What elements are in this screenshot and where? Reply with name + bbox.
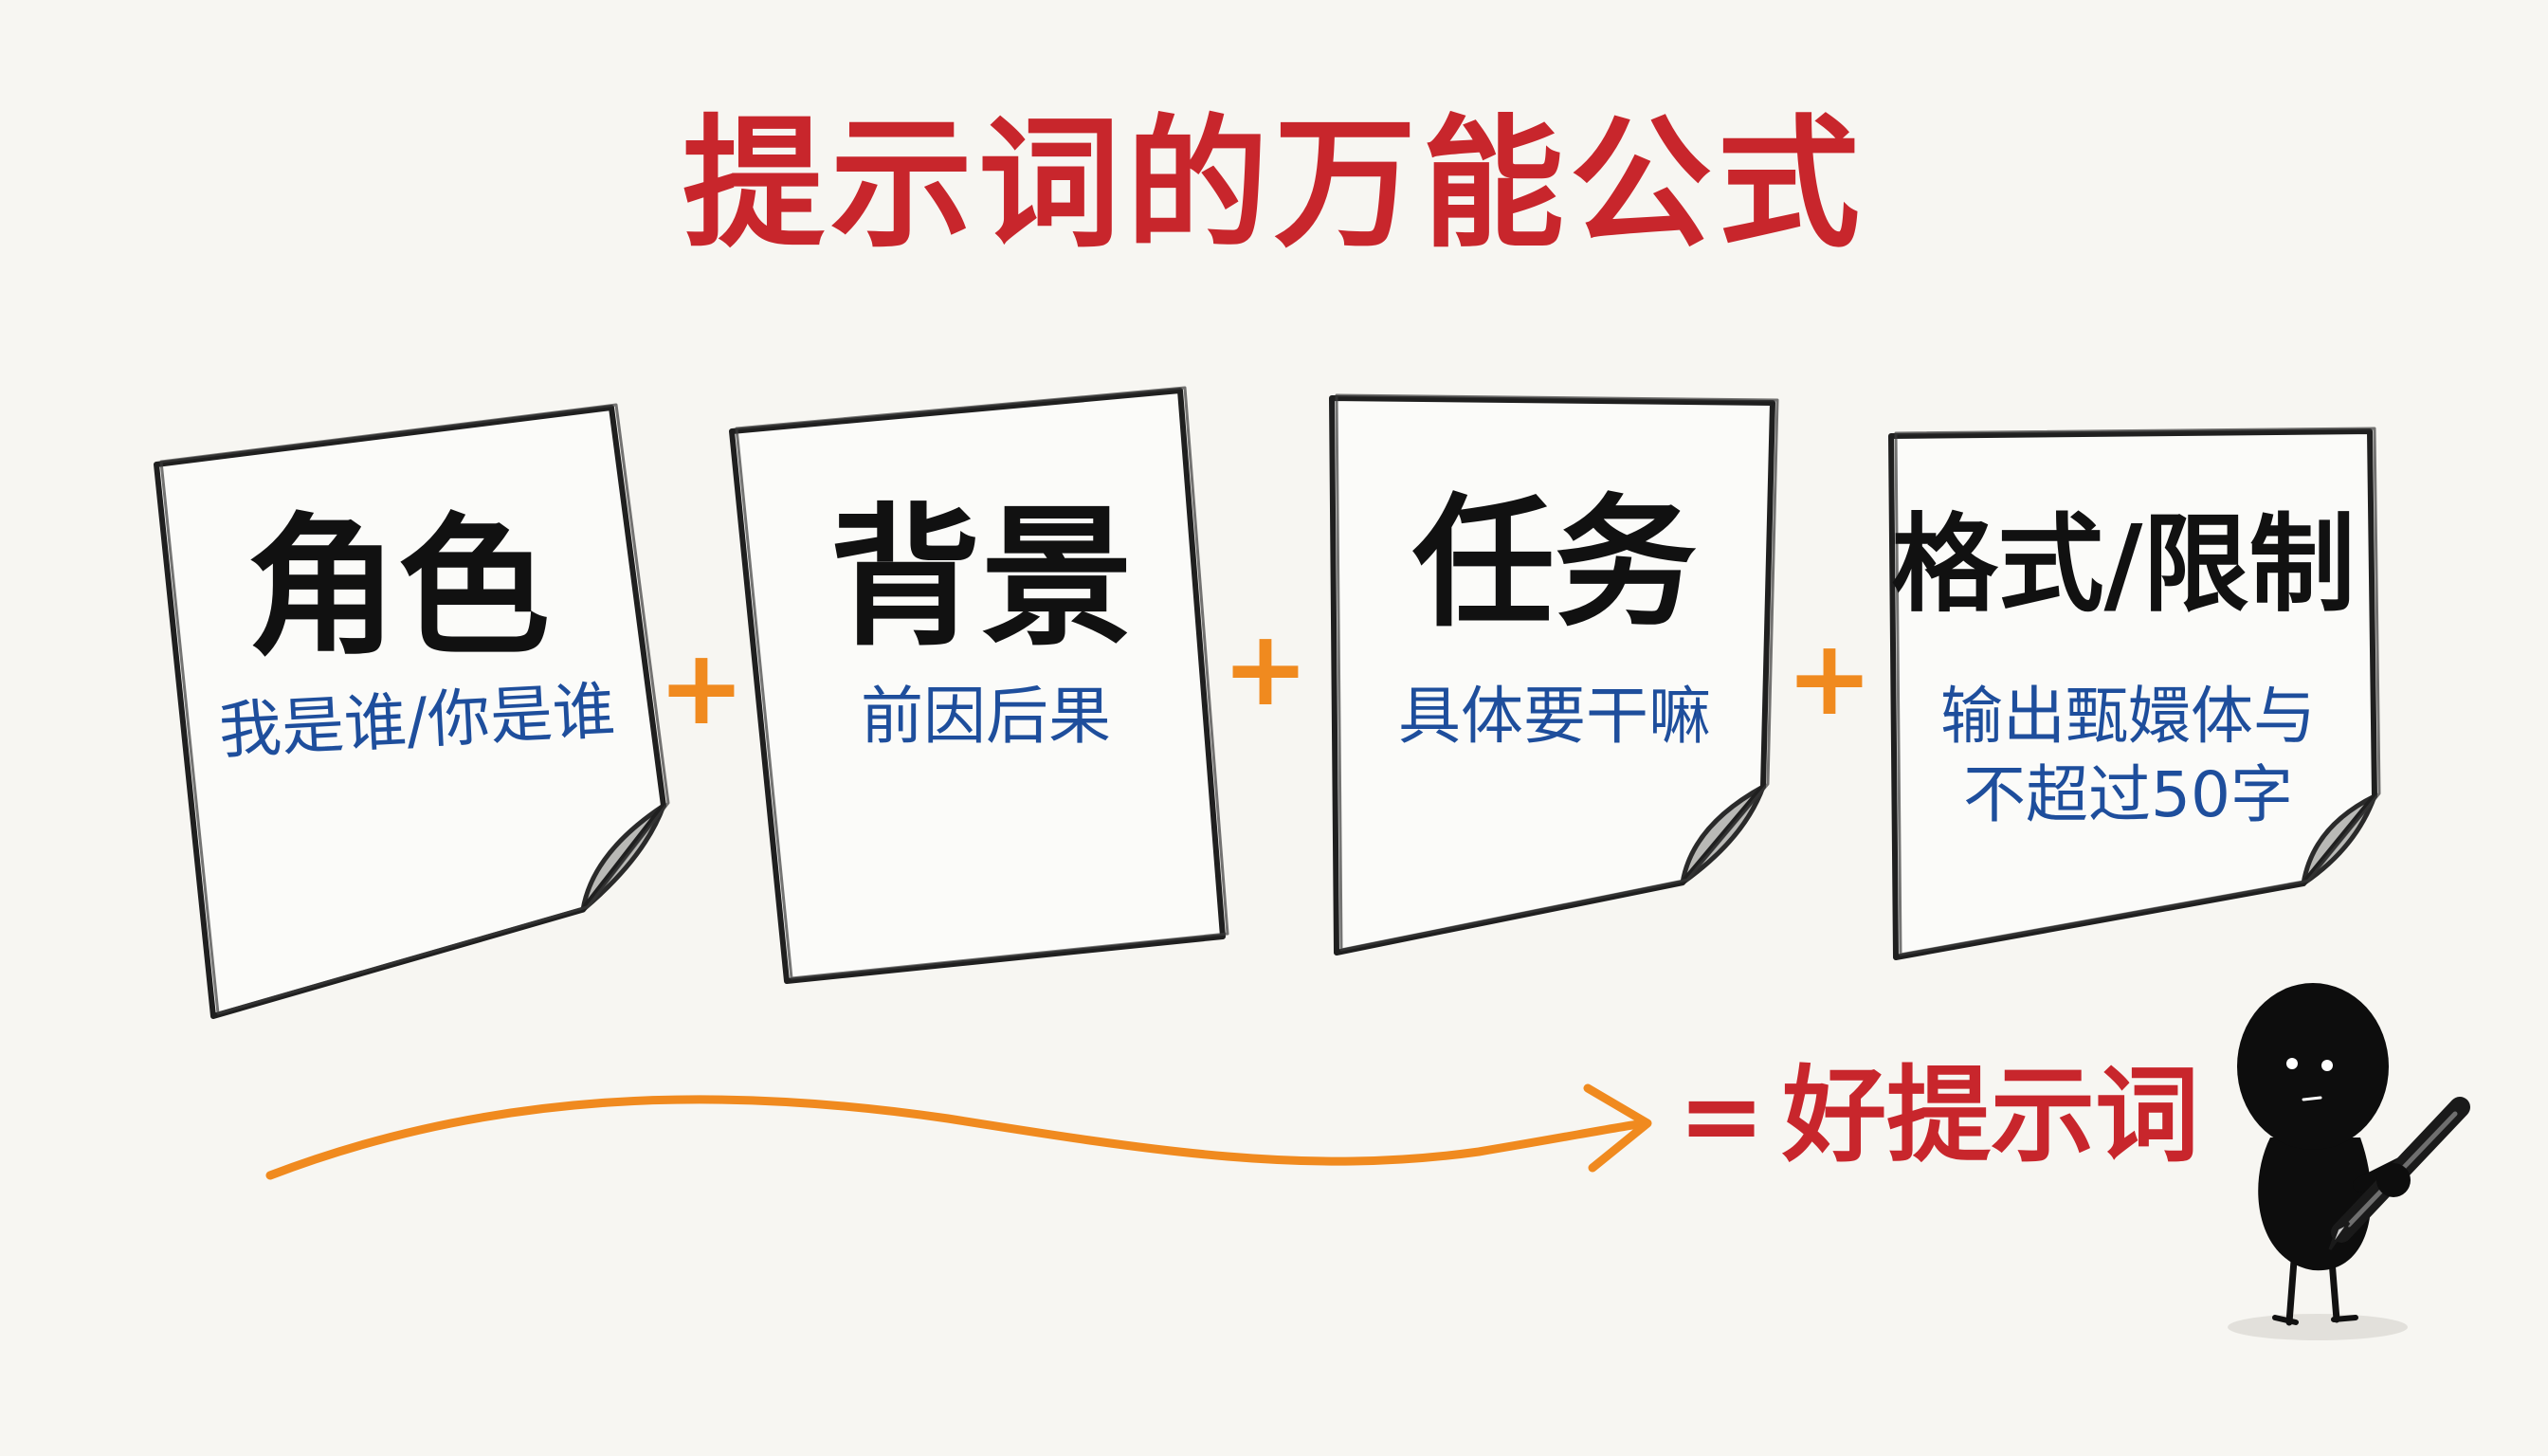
card-subtitle-line: 前因后果 (861, 680, 1111, 753)
pen-tip-icon (2328, 1221, 2351, 1250)
paper-outline (154, 405, 666, 1019)
paper-fill (156, 408, 664, 1016)
figure-legs (2285, 1257, 2340, 1326)
card-title-task: 任务 (1411, 482, 1697, 646)
card-title-format-limit: 格式/限制 (1891, 503, 2356, 627)
card-subtitle-line: 不超过50字 (1963, 757, 2293, 831)
cards-layer (154, 386, 2381, 1019)
paper-card (729, 386, 1229, 984)
paper-outline (1888, 428, 2377, 960)
card-subtitle-line: 具体要干嘛 (1398, 680, 1711, 753)
card-subtitle-line: 输出甄嬛体与 (1940, 680, 2316, 753)
paper-outline (1329, 395, 1775, 956)
page-title: 提示词的万能公式 (682, 102, 1866, 267)
paper-outline-sketch (1335, 393, 1779, 952)
stick-figure-with-pen-icon (2228, 983, 2470, 1340)
plus-operator: + (1785, 617, 1874, 738)
figure-hand (2376, 1163, 2411, 1197)
card-subtitle-format-limit: 输出甄嬛体与 不超过50字 (1905, 678, 2351, 834)
figure-eye (2286, 1058, 2298, 1069)
plus-operator: + (1221, 608, 1310, 729)
paper-card (1888, 427, 2381, 960)
card-title-background: 背景 (828, 489, 1133, 666)
result-text: =好提示词 (1678, 1064, 2199, 1168)
paper-outline-sketch (159, 403, 670, 1015)
paper-outline-sketch (735, 386, 1229, 980)
figure-feet (2272, 1315, 2358, 1325)
result-label: 好提示词 (1782, 1055, 2200, 1176)
paper-outline-sketch (1894, 427, 2381, 956)
figure-head (2237, 983, 2389, 1150)
card-title-role: 角色 (246, 499, 550, 676)
figure-shadow (2228, 1314, 2408, 1340)
paper-fill (732, 391, 1223, 981)
card-subtitle-task: 具体要干嘛 (1337, 678, 1773, 756)
card-subtitle-background: 前因后果 (758, 678, 1213, 756)
paper-fill (1332, 398, 1773, 953)
paper-card (1329, 393, 1779, 956)
paper-outline (729, 388, 1226, 984)
paper-fill (1891, 431, 2375, 957)
arrow-head-icon (1583, 1083, 1652, 1173)
figure-eye (2321, 1060, 2333, 1071)
paper-card (154, 403, 670, 1019)
flow-arrow (265, 1083, 1652, 1180)
equals-sign: = (1678, 1055, 1766, 1176)
figure-mouth (2302, 1096, 2322, 1101)
arrow-line (265, 1095, 1649, 1180)
plus-operator: + (657, 627, 746, 748)
